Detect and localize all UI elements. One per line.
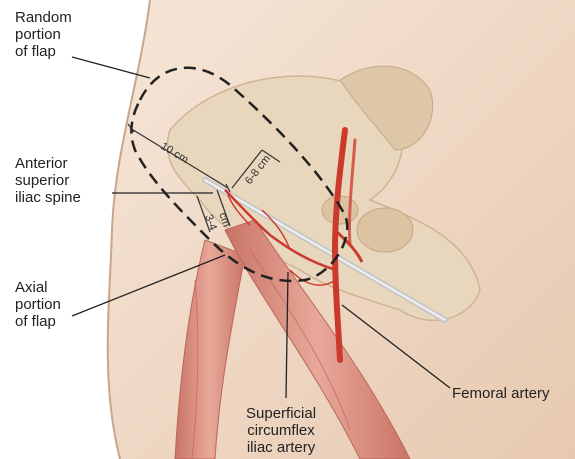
label-scia: Superficial circumflex iliac artery	[246, 405, 316, 456]
label-asis: Anterior superior iliac spine	[15, 155, 81, 206]
label-femoral-artery: Femoral artery	[452, 385, 550, 402]
label-random-portion: Random portion of flap	[15, 9, 72, 60]
label-axial-portion: Axial portion of flap	[15, 279, 61, 330]
